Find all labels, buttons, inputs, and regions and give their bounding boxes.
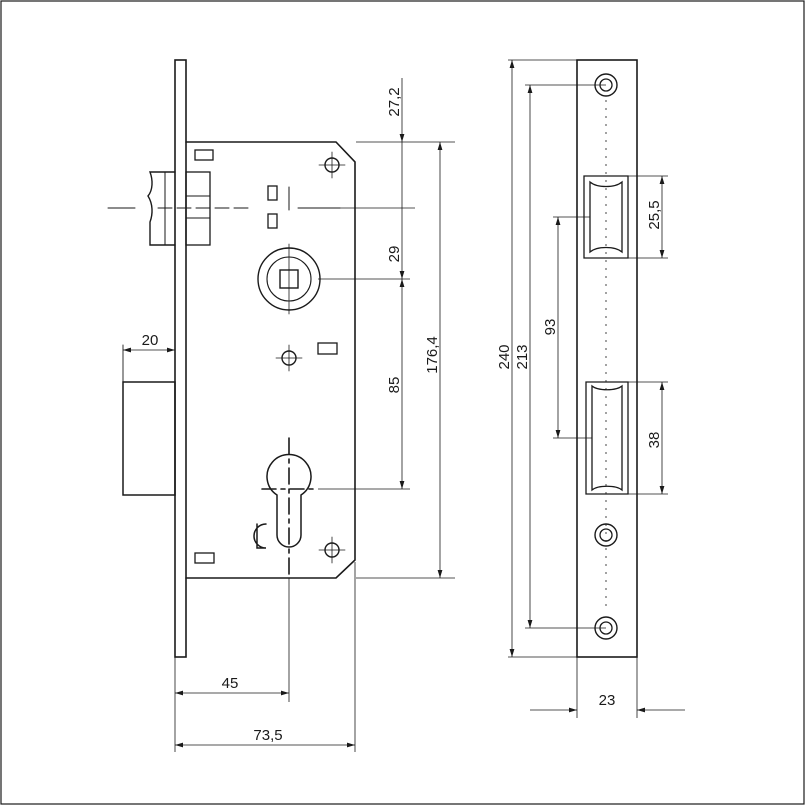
dim-backset: 45 [222,675,239,692]
lock-dimensions: 27,2 29 85 176,4 20 45 73,5 [123,78,455,752]
strike-dimensions: 240 213 93 25,5 38 23 [496,59,685,718]
strike-plate [576,59,638,658]
dim-bolt-opening: 38 [646,432,663,449]
latch-bolt [107,171,251,246]
slot [267,213,278,229]
slot [194,552,215,564]
case-screw-hole [318,536,346,564]
strike-plate-view [576,59,638,658]
cylinder-hole [253,437,317,579]
case-screw-hole [318,151,346,179]
dim-latch-projection: 20 [142,332,159,349]
dim-latch-opening: 25,5 [646,200,663,229]
lock-case [185,141,356,579]
slot [194,149,214,161]
faceplate [174,59,187,658]
dim-spindle-offset: 29 [386,246,403,263]
spindle-hub [257,243,321,315]
bolt-opening [585,381,629,495]
dim-plate-height: 240 [496,344,513,369]
dim-screw-spacing: 213 [514,344,531,369]
dim-case-height: 176,4 [424,336,441,374]
dim-strike-spacing: 93 [542,319,559,336]
dim-top-offset: 27,2 [386,87,403,116]
dead-bolt [122,344,176,496]
case-screw-hole [275,344,303,372]
slot [267,185,278,201]
dim-case-width: 73,5 [253,727,282,744]
dim-center-distance: 85 [386,377,403,394]
slot [317,342,338,355]
lock-body-view [107,59,356,658]
plate-screw-hole [594,523,618,547]
dim-plate-width: 23 [599,692,616,709]
